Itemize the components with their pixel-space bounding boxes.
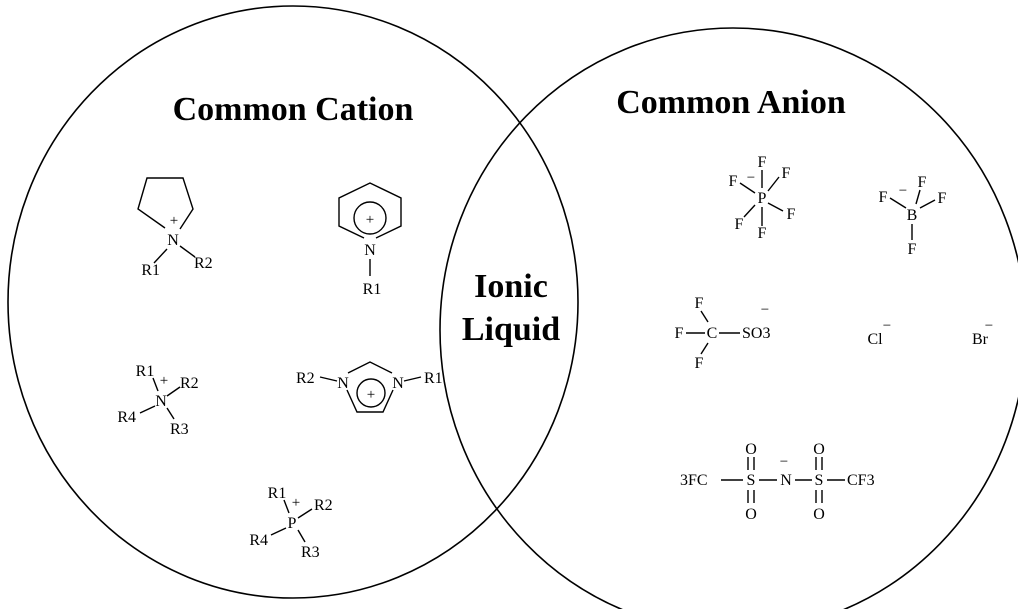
cation-circle [7,5,579,599]
pyrrolidinium-r1: R1 [141,262,160,279]
bf4-f-right: F [938,190,947,207]
pyrrolidinium-plus: + [170,213,178,229]
ionic-liquid-line1: Ionic [474,268,548,305]
ammonium-r3: R3 [170,421,189,438]
tfsi-cf3-left: 3FC [680,472,708,489]
tfsi-o-left-top: O [745,441,757,458]
chloride-cl: Cl [867,331,883,348]
phosphonium-plus: + [292,495,300,511]
tfsi-minus: − [780,454,788,470]
ammonium-r2: R2 [180,375,199,392]
hexafluorophosphate-structure: F − F F P F F F [729,154,796,242]
tfsi-s-left: S [747,472,756,489]
triflate-c: C [707,325,718,342]
bromide-br: Br [972,331,989,348]
pf6-f-lowleft: F [735,216,744,233]
pyridinium-r1: R1 [363,281,382,298]
ionic-liquid-line2: Liquid [462,311,560,348]
cation-title: Common Cation [173,91,414,128]
pyrrolidinium-structure: + N R1 R2 [137,177,213,279]
ammonium-plus: + [160,373,168,389]
triflate-f-left: F [675,325,684,342]
triflate-structure: F F C SO3 − F [675,295,771,372]
phosphonium-r2: R2 [314,497,333,514]
pyridinium-plus: + [366,212,374,228]
ammonium-r4: R4 [117,409,136,426]
bf4-f-left: F [879,189,888,206]
ammonium-n: N [155,393,167,410]
chloride-minus: − [883,318,891,334]
bromide-structure: Br − [972,318,993,348]
pf6-minus: − [747,170,755,186]
triflate-f-bottom: F [695,355,704,372]
imidazolium-plus: + [367,387,375,403]
bf4-f-top: F [918,174,927,191]
bf4-minus: − [899,183,907,199]
pf6-f-bottom: F [758,225,767,242]
phosphonium-r4: R4 [249,532,268,549]
imidazolium-n-left: N [337,375,349,392]
ammonium-r1: R1 [136,363,155,380]
pyrrolidinium-r2: R2 [194,255,213,272]
anion-circle [439,27,1018,609]
triflate-minus: − [761,302,769,318]
triflate-f-top: F [695,295,704,312]
tfsi-o-right-top: O [813,441,825,458]
pyrrolidinium-n: N [167,232,179,249]
pyridinium-n: N [364,242,376,259]
pf6-p: P [758,190,767,207]
anion-title: Common Anion [616,84,846,121]
ammonium-structure: R1 + R2 N R4 R3 [117,363,198,438]
imidazolium-r1: R1 [424,370,443,387]
phosphonium-r1: R1 [268,485,287,502]
bf4-f-bottom: F [908,241,917,258]
phosphonium-structure: R1 + R2 P R4 R3 [249,485,332,561]
bistriflimide-structure: 3FC S O O − N S O O CF3 [680,441,875,523]
bromide-minus: − [985,318,993,334]
phosphonium-r3: R3 [301,544,320,561]
triflate-so3: SO3 [742,325,770,342]
imidazolium-r2: R2 [296,370,315,387]
pf6-f-lowright: F [787,206,796,223]
chloride-structure: Cl − [867,318,891,348]
bf4-b: B [907,207,918,224]
imidazolium-n-right: N [392,375,404,392]
tfsi-n: N [780,472,792,489]
tfsi-o-right-bottom: O [813,506,825,523]
phosphonium-p: P [288,515,297,532]
tfsi-o-left-bottom: O [745,506,757,523]
tfsi-s-right: S [815,472,824,489]
pf6-f-top: F [758,154,767,171]
tetrafluoroborate-structure: F − F F B F [879,174,947,258]
pf6-f-right: F [782,165,791,182]
tfsi-cf3-right: CF3 [847,472,875,489]
pyridinium-structure: + N R1 [338,182,402,298]
imidazolium-structure: R2 N N + R1 [296,361,443,413]
pf6-f-left: F [729,173,738,190]
